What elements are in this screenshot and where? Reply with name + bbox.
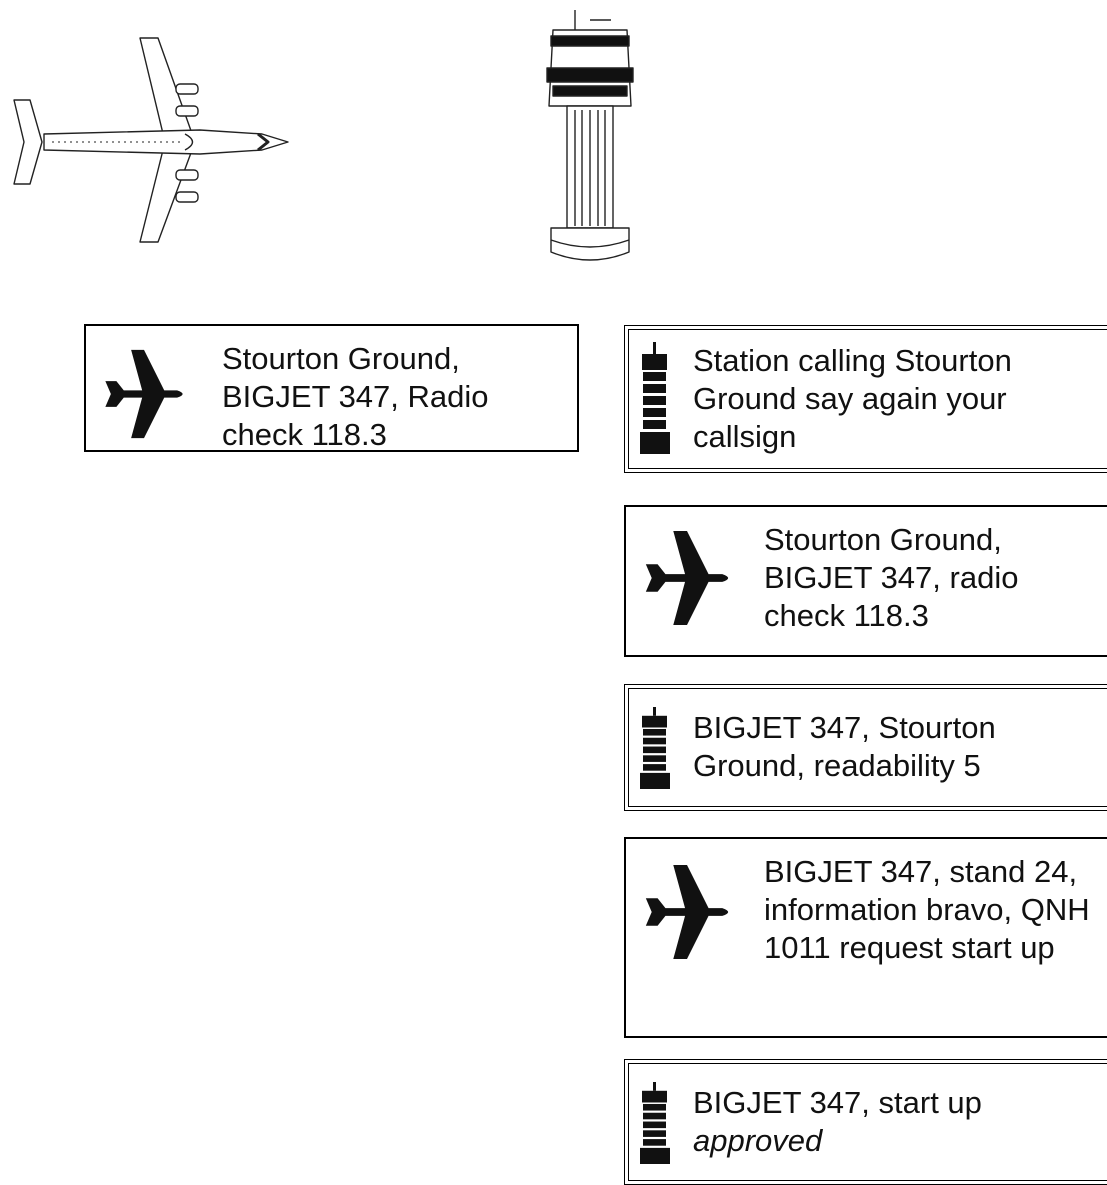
transmission-text: Station calling Stourton Ground say agai… — [693, 342, 1103, 456]
transmission-6: BIGJET 347, start up approved — [624, 1059, 1107, 1185]
transmission-text: Stourton Ground, BIGJET 347, Radio check… — [222, 340, 562, 454]
transmission-text: BIGJET 347, Stourton Ground, readability… — [693, 709, 1103, 785]
control-tower-icon — [640, 1082, 670, 1164]
transmission-text: Stourton Ground, BIGJET 347, radio check… — [764, 521, 1094, 635]
transmission-4: BIGJET 347, Stourton Ground, readability… — [624, 684, 1107, 811]
transmission-3: Stourton Ground, BIGJET 347, radio check… — [624, 505, 1107, 657]
transmission-2: Station calling Stourton Ground say agai… — [624, 325, 1107, 473]
control-tower-icon — [640, 342, 670, 454]
emphasis-text: approved — [693, 1122, 1103, 1160]
aircraft-icon — [638, 863, 736, 961]
aircraft-icon — [638, 529, 736, 627]
transmission-text: BIGJET 347, start up approved — [693, 1084, 1103, 1160]
aircraft-illustration — [0, 30, 300, 270]
transmission-5: BIGJET 347, stand 24, information bravo,… — [624, 837, 1107, 1038]
control-tower-illustration — [535, 6, 645, 266]
control-tower-icon — [640, 707, 670, 789]
aircraft-icon — [98, 348, 190, 440]
transmission-text: BIGJET 347, stand 24, information bravo,… — [764, 853, 1106, 967]
transmission-1: Stourton Ground, BIGJET 347, Radio check… — [84, 324, 579, 452]
